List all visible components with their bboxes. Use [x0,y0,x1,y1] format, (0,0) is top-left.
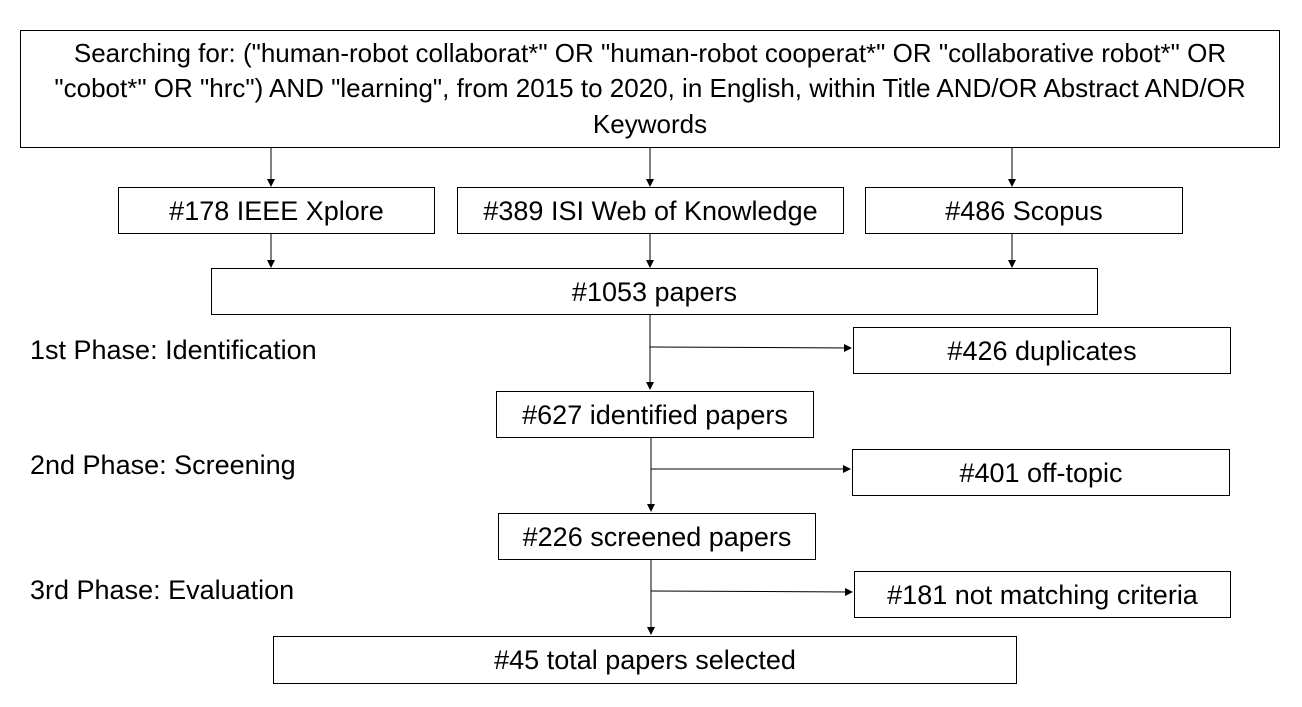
total-papers-label: #1053 papers [571,276,738,307]
screened-papers-box: #226 screened papers [498,513,816,560]
not-matching-label: #181 not matching criteria [887,579,1198,610]
not-matching-box: #181 not matching criteria [854,571,1231,618]
selected-papers-label: #45 total papers selected [494,645,796,675]
source-scopus-label: #486 Scopus [945,195,1103,226]
arrow-to-not-matching [650,587,853,596]
duplicates-label: #426 duplicates [947,335,1137,366]
source-ieee-label: #178 IEEE Xplore [169,195,384,226]
phase-identification-label: 1st Phase: Identification [30,335,317,365]
source-ieee-box: #178 IEEE Xplore [118,187,435,234]
selected-papers-box: #45 total papers selected [273,636,1017,684]
off-topic-box: #401 off-topic [852,449,1230,496]
search-query-box: Searching for: ("human-robot collaborat*… [20,30,1280,148]
phase-screening-label: 2nd Phase: Screening [30,450,296,480]
screened-papers-label: #226 screened papers [522,521,792,552]
identified-papers-label: #627 identified papers [522,399,788,430]
source-scopus-box: #486 Scopus [865,187,1183,234]
identified-papers-box: #627 identified papers [496,391,814,438]
total-papers-box: #1053 papers [211,268,1098,315]
search-query-text: Searching for: ("human-robot collaborat*… [54,37,1246,139]
arrow-to-duplicates [649,343,852,352]
off-topic-label: #401 off-topic [959,457,1123,488]
source-isi-label: #389 ISI Web of Knowledge [483,195,818,226]
phase-evaluation-label: 3rd Phase: Evaluation [30,575,295,605]
source-isi-box: #389 ISI Web of Knowledge [457,187,844,234]
duplicates-box: #426 duplicates [853,327,1231,374]
